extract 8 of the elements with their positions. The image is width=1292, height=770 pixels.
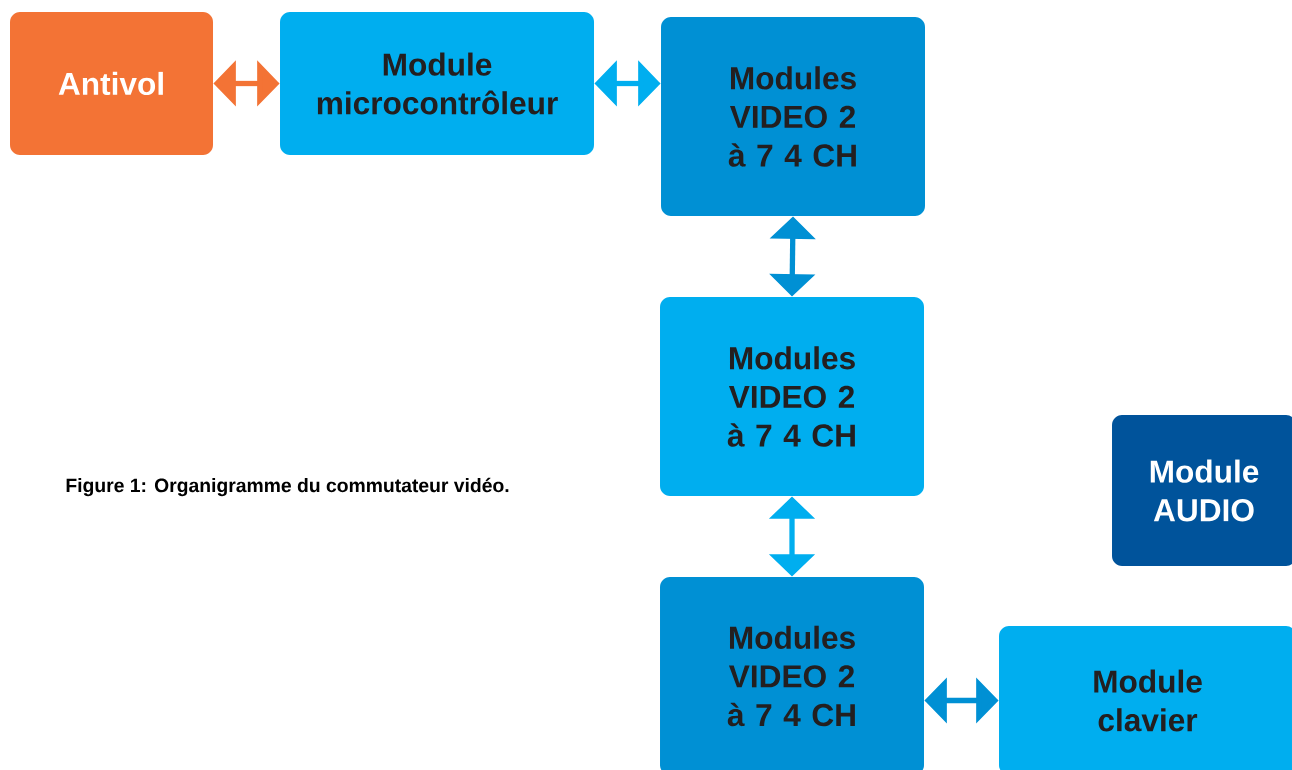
figure-caption: Figure 1: Organigramme du commutateur vidéo. xyxy=(66,477,509,497)
process-box: Modules VIDEO 2 à 7 4 CH xyxy=(660,297,924,496)
process-box: Modules VIDEO 2 à 7 4 CH xyxy=(660,577,924,770)
process-box: Antivol xyxy=(10,12,213,155)
process-box: Module microcontrôleur xyxy=(280,12,594,155)
process-box: Module AUDIO xyxy=(1112,415,1292,566)
process-box: Module clavier xyxy=(999,626,1292,770)
process-box: Modules VIDEO 2 à 7 4 CH xyxy=(661,17,925,216)
